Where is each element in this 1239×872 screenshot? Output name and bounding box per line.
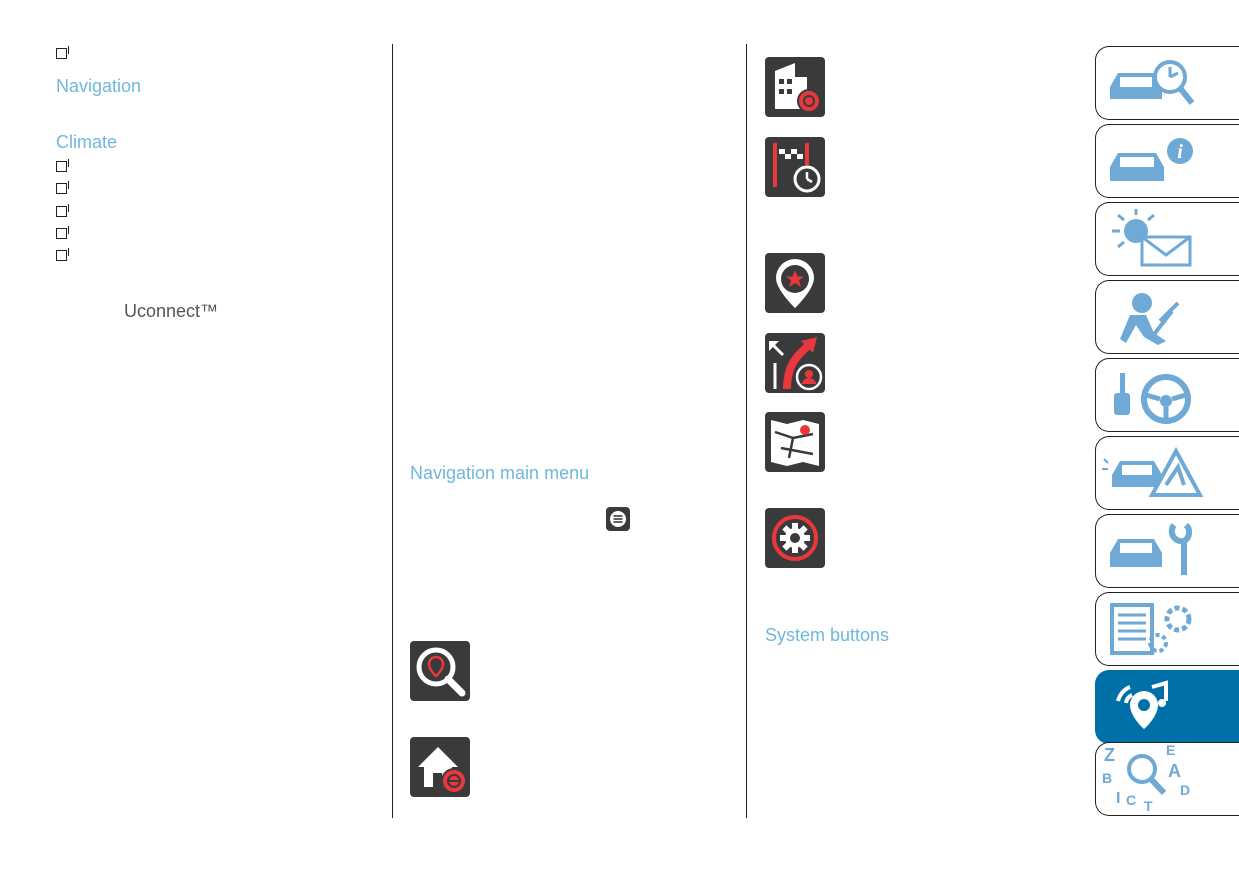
current-route-icon[interactable]: [765, 333, 825, 393]
tab-safety-info[interactable]: i: [1095, 124, 1239, 198]
emergency-icon: [1102, 446, 1204, 497]
technical-data-icon: [1110, 603, 1192, 655]
drive-to-work-icon[interactable]: [765, 57, 825, 117]
menu-icon[interactable]: [606, 507, 630, 531]
svg-text:I: I: [1116, 790, 1120, 807]
bullet-checkbox: [56, 46, 69, 59]
dashboard-knowledge-icon: [1110, 60, 1195, 105]
tab-maintenance[interactable]: [1095, 514, 1239, 588]
svg-text:B: B: [1102, 770, 1112, 786]
tab-multimedia[interactable]: [1095, 670, 1239, 744]
svg-text:T: T: [1144, 798, 1153, 814]
bullet-checkbox: [56, 181, 69, 194]
my-routes-icon[interactable]: [765, 412, 825, 472]
tab-warning-lights-messages[interactable]: [1095, 202, 1239, 276]
column-divider: [392, 44, 393, 818]
starting-driving-icon: [1114, 373, 1191, 424]
tab-technical-data[interactable]: [1095, 592, 1239, 666]
column-divider: [746, 44, 747, 818]
search-destination-icon[interactable]: [410, 641, 470, 701]
system-buttons-heading: System buttons: [765, 625, 890, 645]
navigation-main-menu-heading: Navigation main menu: [410, 463, 590, 483]
svg-text:E: E: [1166, 743, 1175, 758]
climate-heading: Climate: [56, 132, 118, 152]
safety-info-icon: i: [1110, 138, 1193, 181]
my-places-icon[interactable]: [765, 253, 825, 313]
svg-text:C: C: [1126, 792, 1136, 808]
svg-text:Z: Z: [1104, 745, 1115, 765]
navigation-heading: Navigation: [56, 76, 142, 96]
recent-destinations-icon[interactable]: [765, 137, 825, 197]
warning-lights-messages-icon: [1112, 209, 1192, 267]
maintenance-icon: [1110, 522, 1193, 575]
uconnect-brand: Uconnect™: [124, 301, 219, 321]
bullet-checkbox: [56, 248, 69, 261]
tab-starting-driving[interactable]: [1095, 358, 1239, 432]
settings-icon[interactable]: [765, 508, 825, 568]
tab-index[interactable]: Z B I C T E A D: [1095, 742, 1239, 816]
tab-dashboard-knowledge[interactable]: [1095, 46, 1239, 120]
tab-safety[interactable]: [1095, 280, 1239, 354]
tab-emergency[interactable]: [1095, 436, 1239, 510]
svg-text:D: D: [1180, 782, 1190, 798]
svg-text:i: i: [1177, 141, 1183, 163]
bullet-checkbox: [56, 226, 69, 239]
index-icon: Z B I C T E A D: [1102, 742, 1190, 814]
safety-airbag-icon: [1120, 293, 1180, 345]
drive-home-icon[interactable]: [410, 737, 470, 797]
svg-text:A: A: [1168, 761, 1181, 781]
bullet-checkbox: [56, 204, 69, 217]
bullet-checkbox: [56, 159, 69, 172]
multimedia-icon: [1116, 680, 1168, 729]
